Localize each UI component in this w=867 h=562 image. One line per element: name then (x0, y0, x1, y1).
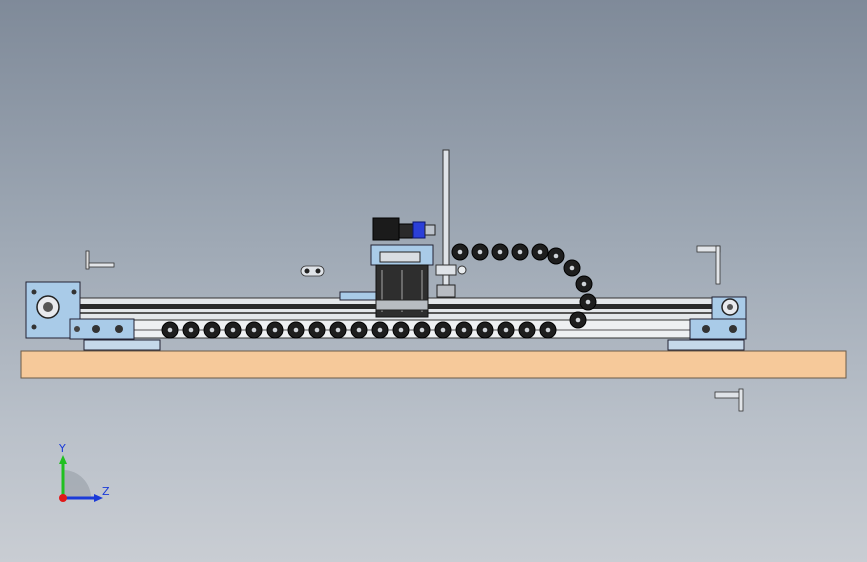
gear-motor[interactable] (372, 217, 436, 241)
left-carriage-plate[interactable] (69, 318, 161, 351)
right-end-bracket[interactable] (667, 296, 747, 351)
chain-link (563, 259, 581, 277)
chain-link (539, 321, 557, 339)
z-axis-arrowhead (94, 494, 103, 502)
chain-link (350, 321, 368, 339)
chain-link (371, 321, 389, 339)
loose-link-part[interactable] (300, 265, 325, 277)
chain-link (518, 321, 536, 339)
chain-link (476, 321, 494, 339)
chain-link (245, 321, 263, 339)
loose-bolt-left[interactable] (85, 250, 115, 270)
chain-link (451, 243, 469, 261)
chain-link (287, 321, 305, 339)
x-axis-dot (59, 494, 67, 502)
chain-link (531, 243, 549, 261)
coordinate-triad: Y Z (48, 440, 118, 510)
chain-link (434, 321, 452, 339)
z-axis-label: Z (102, 485, 110, 498)
motor-carriage[interactable] (339, 244, 434, 318)
chain-link (497, 321, 515, 339)
chain-link (569, 311, 587, 329)
triad-axes (59, 455, 103, 502)
vertical-rod[interactable] (435, 149, 467, 298)
triad-plane (63, 470, 91, 498)
chain-link (455, 321, 473, 339)
chain-link (491, 243, 509, 261)
chain-link (511, 243, 529, 261)
chain-link (413, 321, 431, 339)
chain-link (266, 321, 284, 339)
cable-drag-chain[interactable] (161, 243, 597, 339)
chain-link (308, 321, 326, 339)
chain-link (579, 293, 597, 311)
loose-bolt-bottom[interactable] (714, 388, 744, 412)
chain-link (329, 321, 347, 339)
base-plate[interactable] (20, 350, 847, 379)
chain-link (575, 275, 593, 293)
y-axis-label: Y (59, 442, 66, 455)
chain-link (471, 243, 489, 261)
chain-link (392, 321, 410, 339)
chain-link (547, 247, 565, 265)
chain-link (203, 321, 221, 339)
y-axis-arrowhead (59, 455, 67, 464)
loose-bracket-right[interactable] (696, 245, 721, 285)
chain-link (224, 321, 242, 339)
chain-link (161, 321, 179, 339)
chain-link (182, 321, 200, 339)
